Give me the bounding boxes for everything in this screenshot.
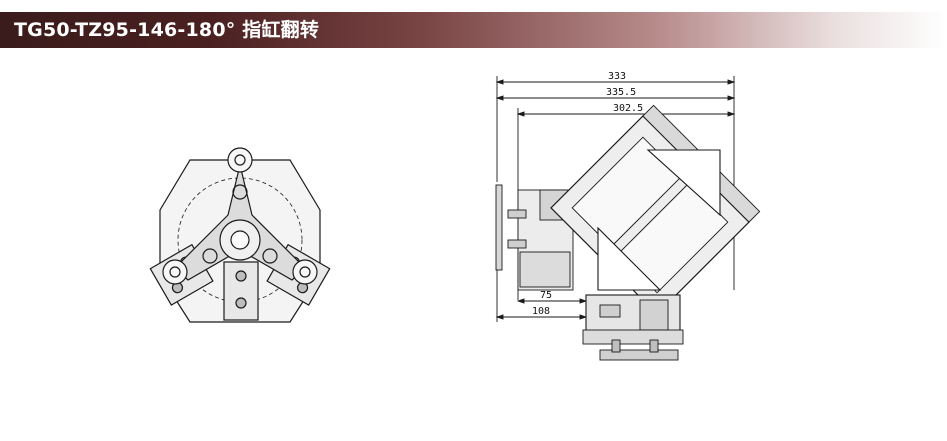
title-bar: TG50-TZ95-146-180° 指缸翻转 xyxy=(0,12,947,48)
page-title: TG50-TZ95-146-180° 指缸翻转 xyxy=(14,19,320,41)
dimension-302-5: 302.5 xyxy=(613,103,643,114)
dimension-335-5: 335.5 xyxy=(606,87,636,98)
dimension-108: 108 xyxy=(532,306,550,317)
dimension-333: 333 xyxy=(608,71,626,82)
dimension-75: 75 xyxy=(540,290,552,301)
